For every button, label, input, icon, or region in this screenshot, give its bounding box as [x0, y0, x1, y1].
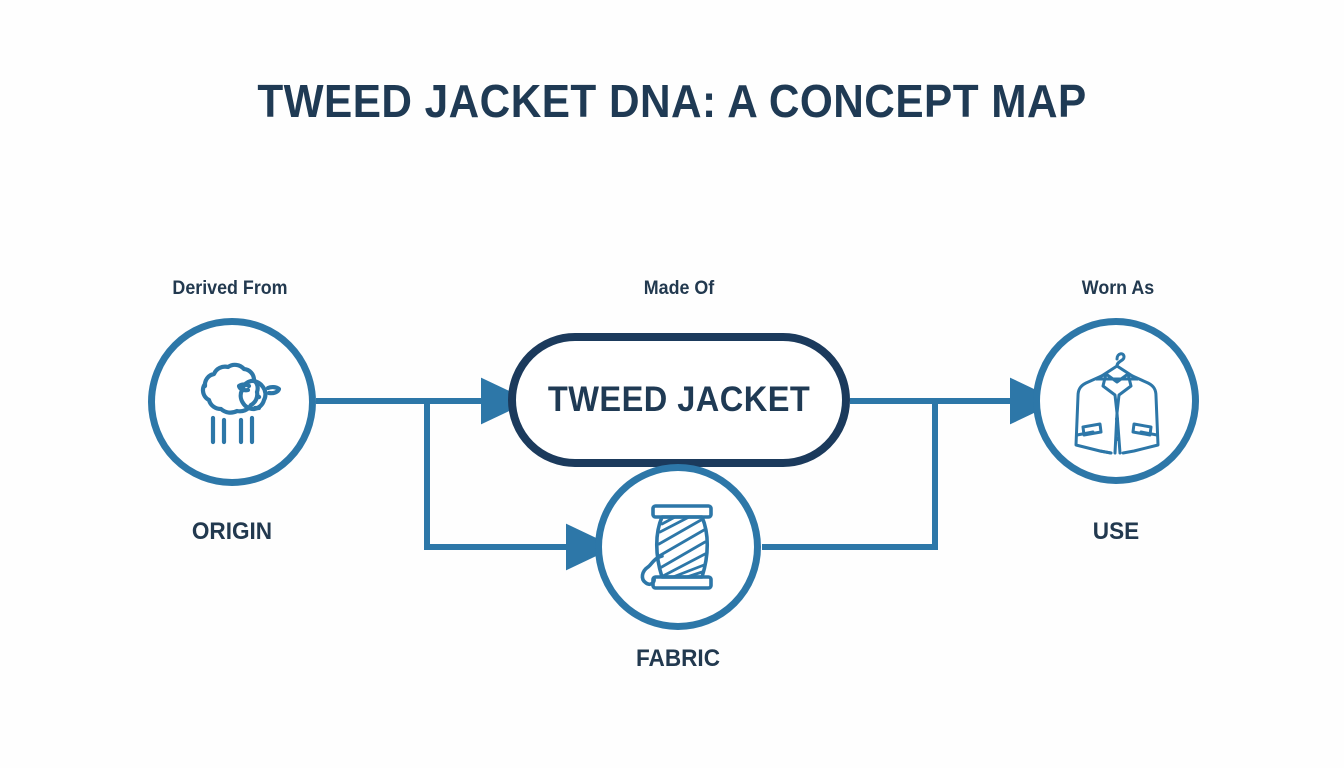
relation-label-made-of: Made Of [643, 278, 715, 299]
sheep-icon [175, 345, 289, 459]
node-circle-origin[interactable] [148, 318, 316, 486]
thread-spool-icon [627, 492, 737, 602]
relation-label-worn-as: Worn As [1081, 278, 1155, 299]
connector-fabric-to-use [762, 401, 938, 550]
connector-origin-to-fabric [424, 401, 616, 571]
node-caption-use: USE [1092, 518, 1140, 545]
relation-label-derived-from: Derived From [172, 278, 288, 299]
node-caption-fabric: FABRIC [636, 645, 720, 672]
center-node-label: TWEED JACKET [547, 380, 811, 419]
center-node-tweed-jacket[interactable]: TWEED JACKET [508, 333, 850, 467]
node-caption-origin: ORIGIN [191, 518, 273, 545]
page-title: TWEED JACKET DNA: A CONCEPT MAP [257, 75, 1087, 127]
node-circle-fabric[interactable] [595, 464, 761, 630]
jacket-on-hanger-icon [1065, 340, 1169, 462]
